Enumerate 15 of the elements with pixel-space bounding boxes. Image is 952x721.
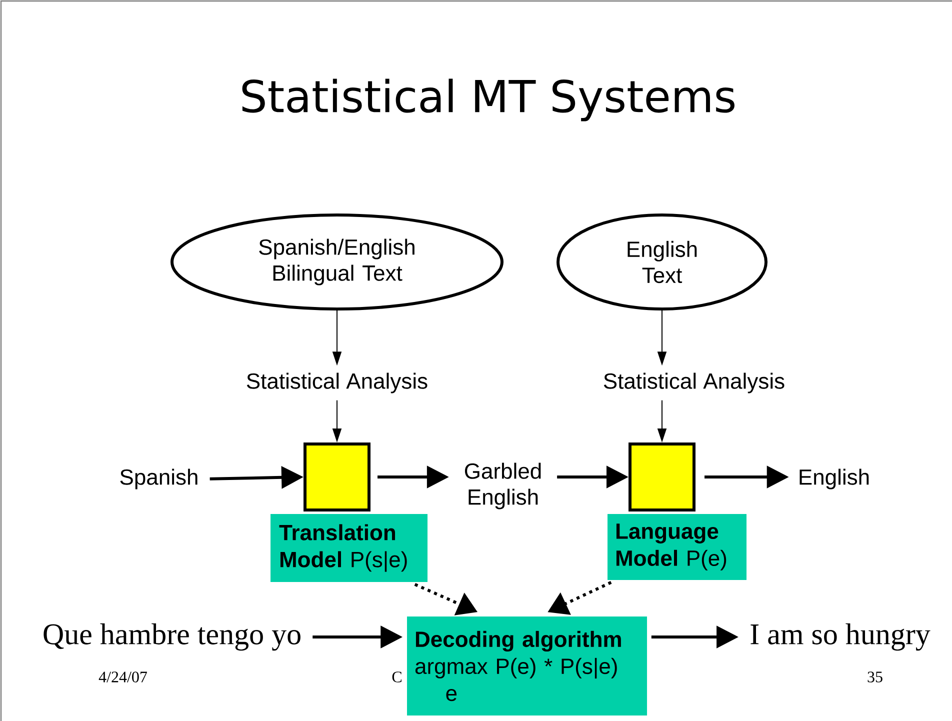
model-box: Translation Model P(s|e): [270, 514, 428, 582]
footer-text: 35: [868, 672, 882, 682]
process-box: [304, 442, 370, 512]
model-box: Language Model P(e): [608, 514, 746, 580]
step-label: Spanish: [120, 468, 198, 490]
decoder-box: Decoding algorithm argmax P(e) * P(s|e) e: [407, 616, 647, 716]
sentence-text: Que hambre tengo yo: [44, 623, 300, 651]
footer-text: 4/24/07: [98, 672, 147, 682]
sentence-text: I am so hungry: [750, 623, 930, 651]
process-box: [628, 442, 696, 512]
step-label: Statistical Analysis: [604, 372, 784, 394]
step-label: Statistical Analysis: [246, 372, 428, 394]
step-label: Garbled English: [464, 462, 541, 510]
slide-title: Statistical MT Systems: [242, 78, 734, 122]
step-label: English: [800, 468, 869, 490]
